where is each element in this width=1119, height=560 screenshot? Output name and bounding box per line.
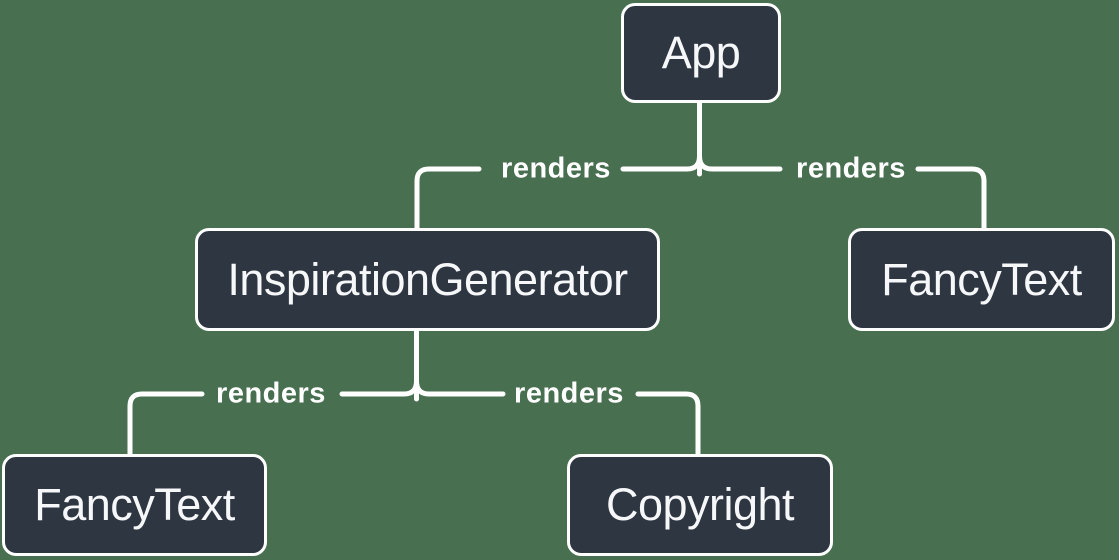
node-fancy-text-top: FancyText	[848, 228, 1115, 331]
edge-label-ig-renders-copyright: renders	[514, 377, 624, 410]
node-fancy-text-bottom: FancyText	[2, 454, 267, 556]
connector-app-right-inner	[697, 107, 783, 172]
node-fancy-text-top-label: FancyText	[881, 253, 1082, 305]
node-copyright-label: Copyright	[605, 479, 795, 530]
node-copyright: Copyright	[567, 454, 833, 556]
edge-label-app-renders-inspiration-generator: renders	[501, 152, 611, 185]
node-inspiration-generator: InspirationGenerator	[195, 228, 660, 331]
edge-label-ig-renders-fancy-text: renders	[216, 377, 326, 410]
connector-app-to-fancy-text	[915, 166, 987, 233]
edge-label-app-renders-fancy-text: renders	[796, 152, 906, 185]
connector-ig-left-inner	[339, 332, 419, 397]
node-inspiration-generator-label: InspirationGenerator	[227, 253, 628, 305]
node-app: App	[621, 3, 781, 103]
node-fancy-text-bottom-label: FancyText	[34, 479, 235, 530]
connector-app-left-inner	[620, 107, 702, 172]
node-app-label: App	[661, 27, 741, 78]
connector-ig-right-inner	[414, 332, 506, 397]
connector-ig-to-fancy-text	[127, 391, 205, 459]
connector-ig-to-copyright	[635, 391, 701, 459]
connector-app-to-inspiration-generator	[414, 166, 482, 233]
